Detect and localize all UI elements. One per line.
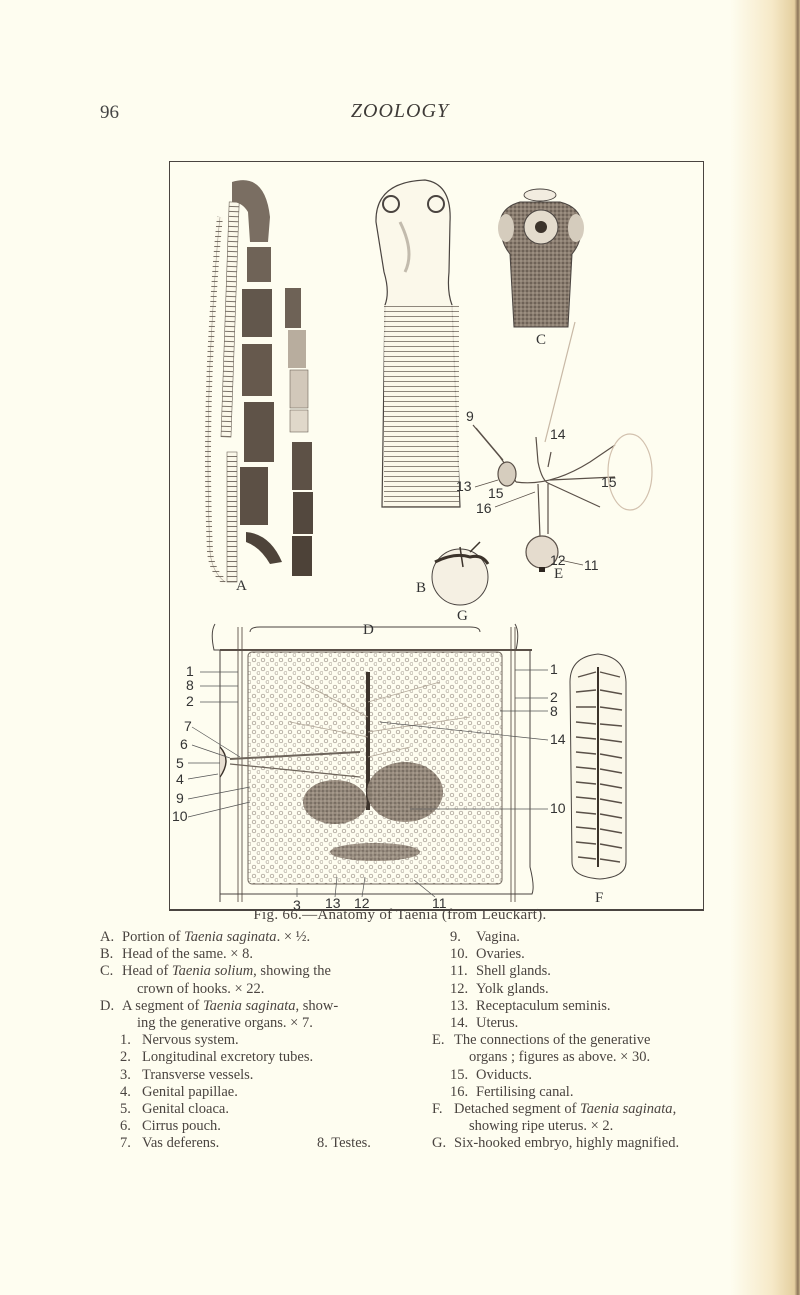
legend-entry-d-cont: ing the generative organs. × 7. xyxy=(137,1015,313,1032)
d-label-3: 3 xyxy=(293,897,301,913)
e-label-11: 11 xyxy=(584,557,599,573)
legend-entry-11: 11.Shell glands. xyxy=(450,963,551,980)
plate-label-b: B xyxy=(416,580,427,596)
d-label-11: 11 xyxy=(432,895,447,911)
figure-illustration xyxy=(187,179,653,902)
legend-left-column: A.Portion of Taenia saginata. × ½. B.Hea… xyxy=(100,929,420,1153)
legend-entry-f: F.Detached segment of Taenia saginata, xyxy=(432,1101,677,1118)
plate-f-ripe-segment xyxy=(569,653,627,880)
legend-entry-10: 10.Ovaries. xyxy=(450,946,525,963)
legend-entry-1: 1.Nervous system. xyxy=(120,1032,239,1049)
legend-entry-c: C.Head of Taenia solium, showing the xyxy=(100,963,331,980)
legend-entry-g: G.Six-hooked embryo, highly magnified. xyxy=(432,1135,680,1152)
legend-entry-b: B.Head of the same. × 8. xyxy=(100,946,253,963)
legend-entry-16: 16.Fertilising canal. xyxy=(450,1083,574,1100)
plate-b-head xyxy=(375,179,461,508)
plate-label-d: D xyxy=(363,622,374,638)
e-label-15-right: 15 xyxy=(601,474,617,490)
legend-right-column: 9.Vagina. 10.Ovaries. 11.Shell glands. 1… xyxy=(432,929,772,1153)
legend-entry-a: A.Portion of Taenia saginata. × ½. xyxy=(100,929,311,945)
d-label-10-left: 10 xyxy=(172,808,188,824)
d-label-7: 7 xyxy=(184,718,192,734)
legend-entry-d: D.A segment of Taenia saginata, show- xyxy=(100,997,339,1014)
running-head: ZOOLOGY xyxy=(350,100,450,122)
d-label-9: 9 xyxy=(176,790,184,806)
plate-label-g: G xyxy=(457,608,468,624)
d-label-12: 12 xyxy=(354,895,370,911)
plate-label-c: C xyxy=(536,332,547,348)
d-label-8-right: 8 xyxy=(550,703,558,719)
d-label-1-right: 1 xyxy=(550,661,558,677)
d-label-2-left: 2 xyxy=(186,693,194,709)
figure-caption: Fig. 66.—Anatomy of Taenia (from Leuckar… xyxy=(253,907,547,923)
legend-entry-15: 15.Oviducts. xyxy=(450,1066,532,1083)
plate-g-embryo xyxy=(431,541,490,606)
legend-entry-9: 9.Vagina. xyxy=(450,929,520,945)
d-label-13: 13 xyxy=(325,895,341,911)
legend-entry-e-cont: organs ; figures as above. × 30. xyxy=(469,1049,651,1066)
plate-c-head-solium xyxy=(498,188,584,328)
legend-entry-14: 14.Uterus. xyxy=(450,1015,519,1032)
e-label-14: 14 xyxy=(550,426,566,442)
legend-entry-c-cont: crown of hooks. × 22. xyxy=(137,980,265,997)
d-label-6: 6 xyxy=(180,736,188,752)
page-number: 96 xyxy=(100,102,119,123)
plate-label-a: A xyxy=(236,578,247,594)
plate-label-f: F xyxy=(595,890,604,906)
d-label-14: 14 xyxy=(550,731,566,747)
legend-entry-4: 4.Genital papillae. xyxy=(120,1083,238,1100)
legend-entry-3: 3.Transverse vessels. xyxy=(120,1066,254,1083)
legend-entry-6: 6.Cirrus pouch. xyxy=(120,1118,221,1135)
legend-entry-12: 12.Yolk glands. xyxy=(450,980,549,997)
e-label-12: 12 xyxy=(550,552,566,568)
d-label-2-right: 2 xyxy=(550,689,558,705)
e-label-16: 16 xyxy=(476,500,492,516)
d-label-1-left: 1 xyxy=(186,663,194,679)
legend-entry-e: E.The connections of the generative xyxy=(432,1032,651,1049)
d-label-10-right: 10 xyxy=(550,800,566,816)
plate-d-segment xyxy=(187,623,549,902)
e-label-13: 13 xyxy=(456,478,472,494)
d-label-8-left: 8 xyxy=(186,677,194,693)
d-label-5: 5 xyxy=(176,755,184,771)
page-edge-shadow xyxy=(730,0,800,1295)
e-label-9: 9 xyxy=(466,408,474,424)
plate-label-e: E xyxy=(554,566,564,582)
e-label-15-left: 15 xyxy=(488,485,504,501)
plate-a-tapeworm-portion xyxy=(205,180,313,585)
figure-66-frame: A B C D E F G 9 14 13 15 15 16 11 12 1 8… xyxy=(169,161,704,913)
d-label-4: 4 xyxy=(176,771,184,787)
legend-entry-13: 13.Receptaculum seminis. xyxy=(450,997,611,1014)
plate-e-generative-connections xyxy=(472,321,653,572)
legend-entry-5: 5.Genital cloaca. xyxy=(120,1101,229,1118)
legend-entry-2: 2.Longitudinal excretory tubes. xyxy=(120,1049,314,1066)
legend-entry-f-cont: showing ripe uterus. × 2. xyxy=(469,1118,614,1135)
legend-entry-7-8: 7.Vas deferens.8. Testes. xyxy=(120,1135,371,1152)
